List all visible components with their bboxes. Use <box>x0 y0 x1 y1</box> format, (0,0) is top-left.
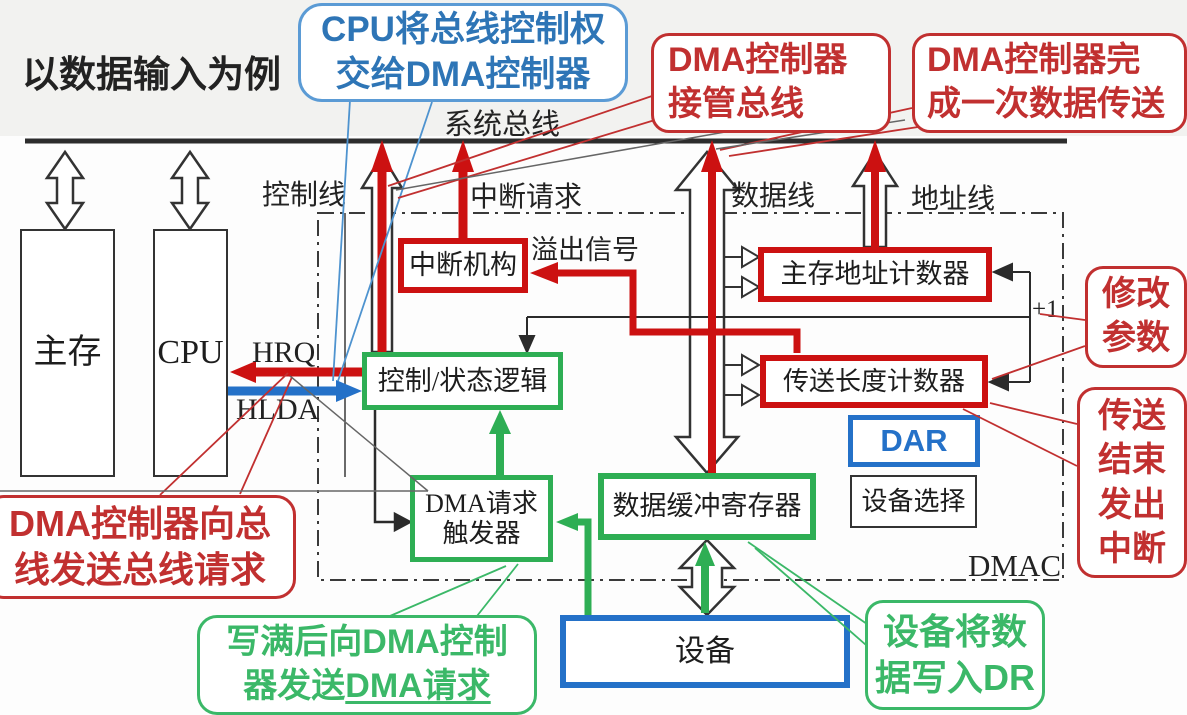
transfer-length-counter-label: 传送长度计数器 <box>782 366 965 396</box>
callout-write-full-line2: 器发送DMA请求 <box>200 665 534 709</box>
system-bus-label: 系统总线 <box>444 109 561 141</box>
callout-transfer-end-line1: 传送 <box>1098 397 1166 436</box>
interrupt-unit-block: 中断机构 <box>398 238 528 293</box>
callout-write-full-line2-underlined: DMA请求 <box>345 667 491 705</box>
overflow-signal-label: 溢出信号 <box>531 235 639 265</box>
device-block: 设备 <box>560 615 850 688</box>
dma-request-trigger-label-line2: 触发器 <box>442 518 521 548</box>
logic-to-trigger-path <box>373 410 413 533</box>
control-line-hollow-arrow-icon <box>359 152 405 354</box>
dma-request-trigger-label-line1: DMA请求 <box>425 489 538 519</box>
callout-modify-params-line1: 修改 <box>1102 275 1170 314</box>
callout-transfer-end-line4: 中断 <box>1098 529 1166 568</box>
callout-cpu-grant-line2: 交给DMA控制器 <box>335 54 591 94</box>
address-line-label: 地址线 <box>911 184 996 215</box>
callout-dma-complete: DMA控制器完 成一次数据传送 <box>912 33 1187 133</box>
callout-bus-request-line1: DMA控制器向总 <box>9 502 271 544</box>
dr-device-double-arrow-icon <box>677 538 737 617</box>
dmac-label: DMAC <box>968 548 1062 583</box>
callout-modify-params-line2: 参数 <box>1102 319 1170 357</box>
hlda-label: HLDA <box>236 393 320 426</box>
control-status-logic-label: 控制/状态逻辑 <box>377 365 548 396</box>
callout-dma-takeover-line2: 接管总线 <box>668 85 804 123</box>
interrupt-unit-label: 中断机构 <box>409 250 517 281</box>
callout-device-write-line1: 设备将数 <box>882 610 1027 652</box>
callout-bus-request: DMA控制器向总 线发送总线请求 <box>0 495 296 599</box>
dar-block: DAR <box>848 415 980 467</box>
cpu-label: CPU <box>157 333 224 371</box>
callout-dma-complete-line1: DMA控制器完 <box>927 41 1141 80</box>
control-status-logic-block: 控制/状态逻辑 <box>362 352 563 410</box>
cpu-block: CPU <box>153 229 228 477</box>
memory-address-counter-label: 主存地址计数器 <box>780 259 970 290</box>
interrupt-request-label: 中断请求 <box>470 182 583 213</box>
memory-address-counter-block: 主存地址计数器 <box>758 247 992 302</box>
cpu-bus-double-arrow-icon <box>169 149 211 232</box>
data-buffer-register-label: 数据缓冲寄存器 <box>612 491 802 522</box>
callout-cpu-grant: CPU将总线控制权 交给DMA控制器 <box>298 3 628 102</box>
data-line-label: 数据线 <box>731 181 816 212</box>
dar-label: DAR <box>880 422 948 458</box>
callout-write-full: 写满后向DMA控制 器发送DMA请求 <box>197 615 537 715</box>
callout-cpu-grant-line1: CPU将总线控制权 <box>321 9 605 49</box>
device-select-label: 设备选择 <box>861 486 966 516</box>
dma-request-trigger-block: DMA请求 触发器 <box>410 475 553 562</box>
control-line-label: 控制线 <box>262 180 347 211</box>
plus-one-label: +1 <box>1032 296 1059 323</box>
counter-input-arrows <box>724 245 761 407</box>
hrq-label: HRQ <box>252 336 316 369</box>
callout-bus-request-line2: 线发送总线请求 <box>13 549 266 590</box>
device-select-block: 设备选择 <box>850 475 977 528</box>
callout-modify-params: 修改 参数 <box>1085 266 1187 368</box>
data-line-hollow-arrow-icon <box>673 150 741 475</box>
callout-transfer-end-line2: 结束 <box>1098 441 1166 480</box>
address-line-hollow-arrow-icon <box>850 149 900 249</box>
callout-transfer-end: 传送 结束 发出 中断 <box>1077 387 1187 578</box>
callout-dma-takeover: DMA控制器 接管总线 <box>651 33 891 133</box>
callout-dma-takeover-line1: DMA控制器 <box>668 41 848 80</box>
main-memory-block: 主存 <box>20 229 115 477</box>
device-label: 设备 <box>675 634 735 668</box>
transfer-length-counter-block: 传送长度计数器 <box>760 355 988 408</box>
callout-write-full-line2-prefix: 器发送 <box>243 667 346 705</box>
callout-transfer-end-line3: 发出 <box>1098 485 1166 524</box>
callout-device-write-line2: 据写入DR <box>875 657 1035 698</box>
callout-write-full-line1: 写满后向DMA控制 <box>226 623 508 662</box>
data-buffer-register-block: 数据缓冲寄存器 <box>598 473 816 540</box>
page-title: 以数据输入为例 <box>22 55 281 96</box>
main-memory-label: 主存 <box>33 333 102 371</box>
callout-device-write: 设备将数 据写入DR <box>865 600 1045 710</box>
memory-bus-double-arrow-icon <box>44 149 86 232</box>
callout-dma-complete-line2: 成一次数据传送 <box>927 85 1165 123</box>
